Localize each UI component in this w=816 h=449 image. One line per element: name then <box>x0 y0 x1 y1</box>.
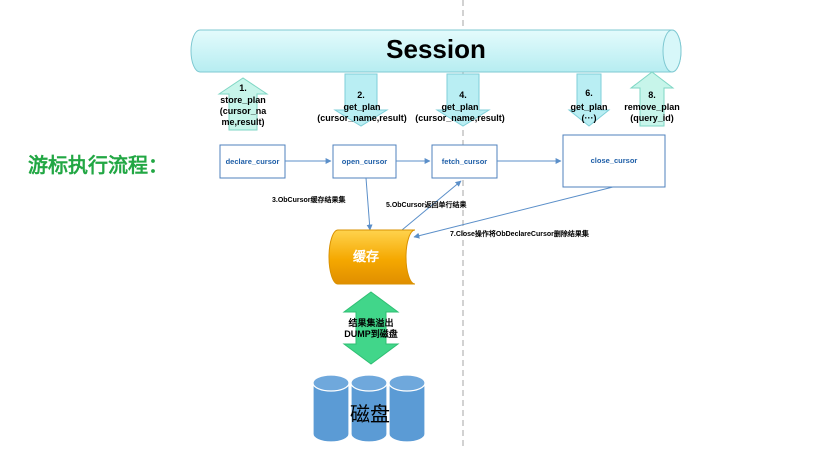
step4-down-arrow <box>435 73 491 127</box>
session-label: Session <box>386 34 486 64</box>
step6-label: get_plan (···) <box>570 102 608 123</box>
step4-label: get_plan (cursor_name,result) <box>415 102 505 123</box>
fetch-cursor-label: fetch_cursor <box>441 157 488 166</box>
step2-number: 2. <box>357 90 365 100</box>
declare-cursor-box <box>219 144 286 179</box>
cache-shape <box>328 229 416 285</box>
declare-cursor-label: declare_cursor <box>225 157 280 166</box>
step8-number: 8. <box>648 90 656 100</box>
dump-label: 结果集溢出 DUMP到磁盘 <box>344 318 398 339</box>
step1-number: 1. <box>239 83 247 93</box>
step4-number: 4. <box>459 90 467 100</box>
open-cursor-label: open_cursor <box>341 157 388 166</box>
fetch-cursor-box <box>431 144 498 179</box>
cache-label: 缓存 <box>352 250 379 265</box>
arrow-close-to-cache <box>413 186 614 239</box>
step1-up-arrow <box>217 77 269 131</box>
process-label: 游标执行流程： <box>28 153 168 177</box>
dump-double-arrow <box>342 291 400 365</box>
step2-down-arrow <box>333 73 389 127</box>
disk-shape <box>312 374 426 443</box>
step8-label: remove_plan (query_id) <box>624 102 680 123</box>
close-cursor-box <box>562 134 666 188</box>
step2-label: get_plan (cursor_name,result) <box>317 102 407 123</box>
edge5-label: 5.ObCursor返回单行结果 <box>386 202 467 209</box>
open-cursor-box <box>332 144 397 179</box>
step8-up-arrow <box>629 71 675 127</box>
step6-number: 6. <box>585 88 593 98</box>
arrow-open-to-cache <box>365 177 373 231</box>
edge3-label: 3.ObCursor缓存结果集 <box>272 197 346 204</box>
edge7-label: 7.Close操作将ObDeclareCursor删除结果集 <box>450 231 589 238</box>
arrow-cache-to-fetch <box>401 180 462 231</box>
step6-down-arrow <box>567 73 611 127</box>
session-cylinder <box>190 29 682 73</box>
step1-label: store_plan (cursor_na me,result) <box>219 95 267 127</box>
close-cursor-label: close_cursor <box>590 156 638 165</box>
disk-label: 磁盘 <box>350 402 390 426</box>
